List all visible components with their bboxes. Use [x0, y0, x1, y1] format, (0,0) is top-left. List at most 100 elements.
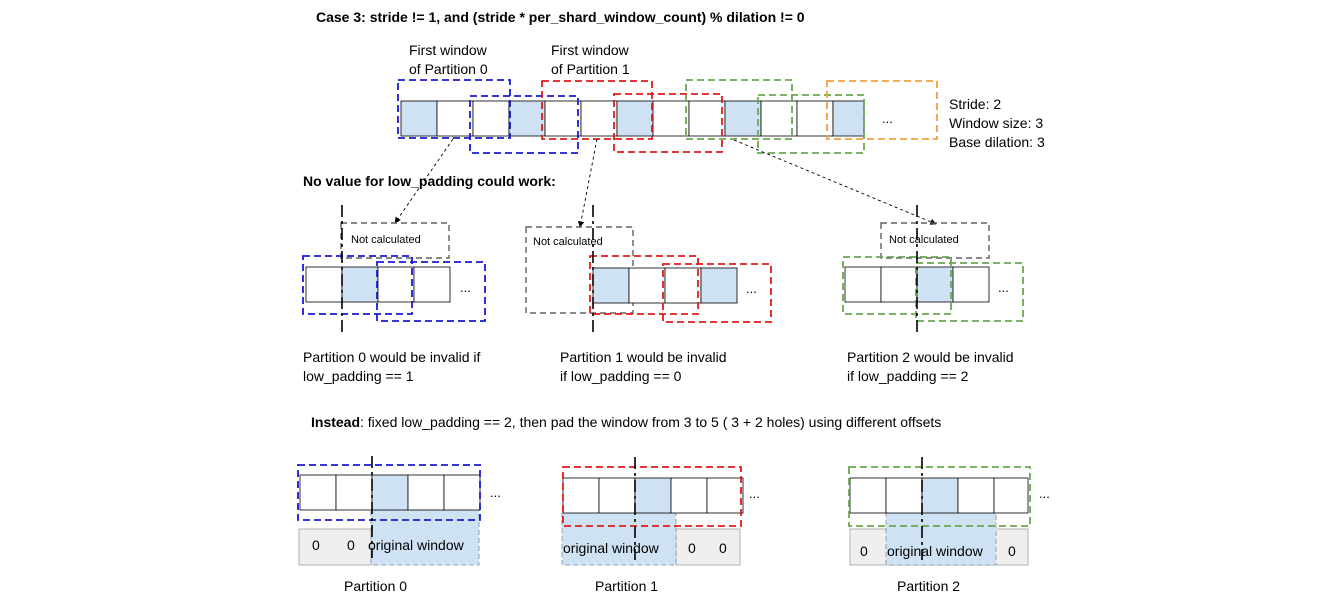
zero-padding-box [298, 528, 372, 566]
cell [598, 477, 636, 514]
cell [508, 100, 546, 137]
first-window-p0-label: of Partition 0 [409, 61, 488, 77]
ellipsis: ... [490, 485, 501, 500]
original-window-label: original window [563, 540, 660, 556]
cell [628, 267, 666, 304]
cell [844, 266, 882, 303]
first-window-p1-label: of Partition 1 [551, 61, 630, 77]
ellipsis: ... [749, 486, 760, 501]
not-calculated-label: Not calculated [533, 236, 603, 248]
invalid-text-p2: if low_padding == 2 [847, 368, 969, 384]
invalid-text-p1: Partition 1 would be invalid [560, 349, 727, 365]
top-ellipsis: ... [882, 111, 893, 126]
not-calculated-label: Not calculated [889, 234, 959, 246]
invalid-text-p0: Partition 0 would be invalid if [303, 349, 481, 365]
cell [413, 266, 451, 303]
cell [688, 100, 726, 137]
cell [832, 100, 865, 137]
zero-padding-box [675, 528, 741, 566]
middle-partition-1: Not calculated ... [525, 205, 772, 333]
zero-value: 0 [688, 540, 696, 556]
instead-line: Instead: fixed low_padding == 2, then pa… [311, 414, 941, 430]
bottom-partition-1: ... original window 0 0 Partition 1 [561, 457, 760, 594]
cell [916, 266, 954, 303]
window-box-blue [376, 261, 486, 322]
not-calculated-box [340, 222, 450, 259]
window-box-red [613, 93, 723, 153]
window-box-blue [297, 464, 481, 521]
bottom-partition-0: ... 0 0 original window Partition 0 [297, 456, 501, 594]
window-box-green [842, 256, 952, 315]
window-box-orange [826, 80, 938, 140]
window-box-green [915, 262, 1024, 322]
cell [436, 100, 474, 137]
cell [371, 474, 409, 511]
cell [921, 477, 959, 514]
bottom-partition-2: ... 0 original window 0 Partition 2 [848, 457, 1050, 594]
window-box-red [589, 255, 699, 315]
cell [580, 100, 618, 137]
diagram-title: Case 3: stride != 1, and (stride * per_s… [316, 9, 805, 25]
cell [634, 477, 672, 514]
cell [472, 100, 510, 137]
cell [377, 266, 415, 303]
partition-label: Partition 1 [595, 578, 658, 594]
original-window-label: original window [368, 537, 465, 553]
cell [443, 474, 481, 511]
zero-value: 0 [1008, 543, 1016, 559]
not-calculated-box [880, 222, 990, 259]
cell [993, 477, 1029, 514]
instead-rest: : fixed low_padding == 2, then pad the w… [360, 414, 941, 430]
cell [957, 477, 995, 514]
not-calculated-label: Not calculated [351, 234, 421, 246]
no-value-heading: No value for low_padding could work: [303, 173, 556, 189]
cell [952, 266, 990, 303]
window-box-blue [302, 255, 413, 315]
ellipsis: ... [1039, 486, 1050, 501]
cell [616, 100, 654, 137]
cell [305, 266, 343, 303]
first-window-p0-label: First window [409, 42, 488, 58]
cell [341, 266, 379, 303]
cell [562, 477, 600, 514]
window-box-green [757, 94, 865, 154]
partition-label: Partition 0 [344, 578, 407, 594]
window-box-green [848, 466, 1031, 527]
cell [544, 100, 582, 137]
cell [670, 477, 708, 514]
window-box-blue [397, 79, 511, 139]
cell [299, 474, 337, 511]
cell [407, 474, 445, 511]
partition-label: Partition 2 [897, 578, 960, 594]
middle-partition-2: Not calculated ... [842, 205, 1024, 333]
zero-value: 0 [312, 537, 320, 553]
window-size-param: Window size: 3 [949, 115, 1043, 131]
window-box-blue [469, 95, 579, 154]
cell [400, 100, 438, 137]
invalid-text-p2: Partition 2 would be invalid [847, 349, 1014, 365]
window-box-green [685, 79, 793, 140]
original-window-label: original window [887, 543, 984, 559]
stride-param: Stride: 2 [949, 96, 1001, 112]
cell [849, 477, 887, 514]
cell [700, 267, 738, 304]
zero-value: 0 [347, 537, 355, 553]
cell [885, 477, 923, 514]
original-window-box [885, 512, 997, 566]
zero-value: 0 [860, 543, 868, 559]
cell [335, 474, 373, 511]
cell [880, 266, 918, 303]
base-dilation-param: Base dilation: 3 [949, 134, 1045, 150]
window-box-red [562, 466, 742, 527]
ellipsis: ... [746, 281, 757, 296]
zero-value: 0 [719, 540, 727, 556]
first-window-p1-label: First window [551, 42, 630, 58]
ellipsis: ... [460, 280, 471, 295]
cell [664, 267, 702, 304]
arrow-p2 [733, 139, 937, 225]
invalid-text-p0: low_padding == 1 [303, 368, 414, 384]
instead-bold: Instead [311, 414, 360, 430]
cell [724, 100, 762, 137]
window-box-red [662, 263, 772, 323]
